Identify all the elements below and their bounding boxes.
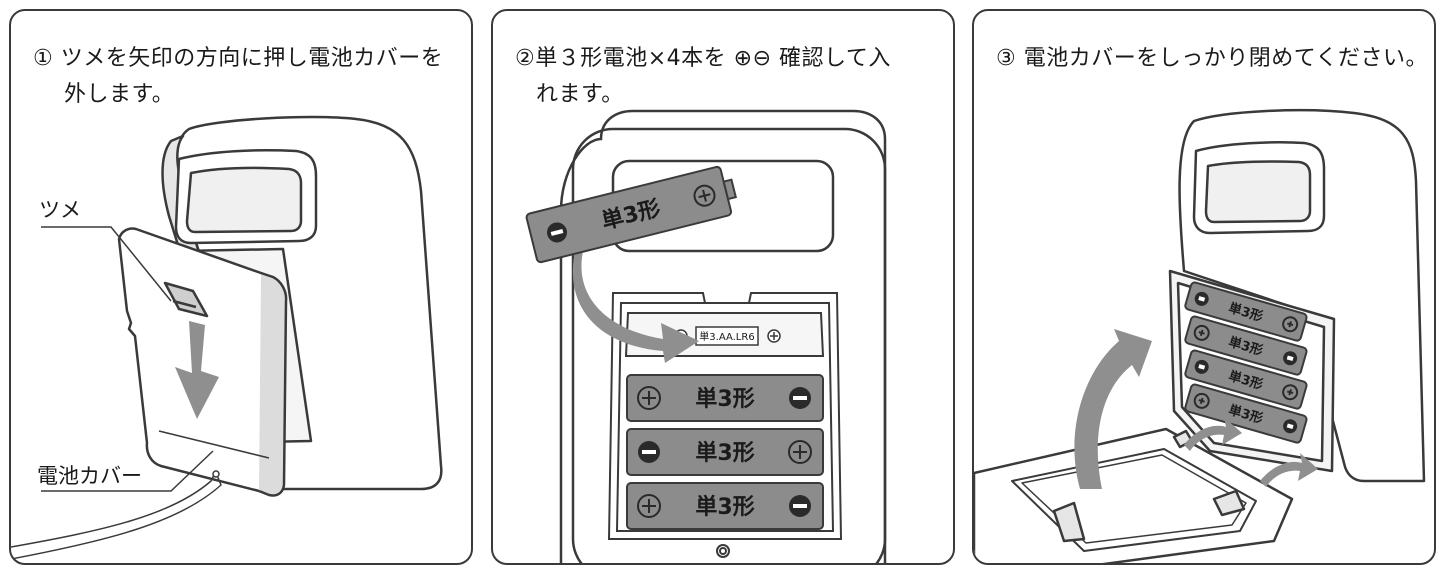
hinge-arrow-2-icon xyxy=(1260,453,1318,487)
cover-leader-line xyxy=(41,450,214,492)
step-2-line-1: ②単３形電池×4本を ⊕⊖ 確認して入 xyxy=(515,46,891,71)
step-1-panel: ① ツメを矢印の方向に押し電池カバーを 外します。 xyxy=(9,9,473,565)
step-3-instruction: ③ 電池カバーをしっかり閉めてください。 xyxy=(996,41,1428,77)
close-arrow-icon xyxy=(1074,329,1152,489)
push-down-arrow-icon xyxy=(175,321,219,419)
device-body xyxy=(1178,108,1426,483)
step-2-line-2: れます。 xyxy=(536,82,624,107)
compartment-battery: 単3形 xyxy=(1184,281,1308,342)
opened-cover xyxy=(974,427,1294,563)
step-1-line-2: 外します。 xyxy=(64,82,175,107)
step-2-panel: ②単３形電池×4本を ⊕⊖ 確認して入 れます。 単3.AA.LR6 単3形単3… xyxy=(491,9,955,565)
compartment-label: 単3.AA.LR6 xyxy=(699,330,754,343)
insert-arrow-icon xyxy=(572,251,699,363)
compartment-battery: 単3形 xyxy=(1184,349,1308,410)
hinge-arrow-1-icon xyxy=(1184,417,1242,451)
installed-battery-label: 単3形 xyxy=(695,440,754,466)
battery-cover xyxy=(117,227,288,497)
cover-label: 電池カバー xyxy=(37,464,142,488)
claw-leader-line xyxy=(41,226,172,302)
installed-battery: 単3形 xyxy=(626,374,824,422)
step-3-line-1: ③ 電池カバーをしっかり閉めてください。 xyxy=(996,46,1429,71)
step-1-line-1: ① ツメを矢印の方向に押し電池カバーを xyxy=(33,46,444,71)
installed-battery-label: 単3形 xyxy=(695,494,754,520)
compartment-battery: 単3形 xyxy=(1184,383,1308,444)
step-3-panel: ③ 電池カバーをしっかり閉めてください。 単3形単3形単3形単3形 xyxy=(972,9,1436,565)
step-1-illustration xyxy=(11,115,443,560)
loose-battery: 単3形 xyxy=(525,165,738,264)
claw-label: ツメ xyxy=(39,198,81,222)
installed-battery: 単3形 xyxy=(626,482,824,530)
step-1-instruction: ① ツメを矢印の方向に押し電池カバーを 外します。 xyxy=(33,41,453,113)
installed-battery: 単3形 xyxy=(626,428,824,476)
step-2-instruction: ②単３形電池×4本を ⊕⊖ 確認して入 れます。 xyxy=(515,41,935,113)
installed-battery-label: 単3形 xyxy=(695,386,754,412)
compartment-battery: 単3形 xyxy=(1184,315,1308,376)
